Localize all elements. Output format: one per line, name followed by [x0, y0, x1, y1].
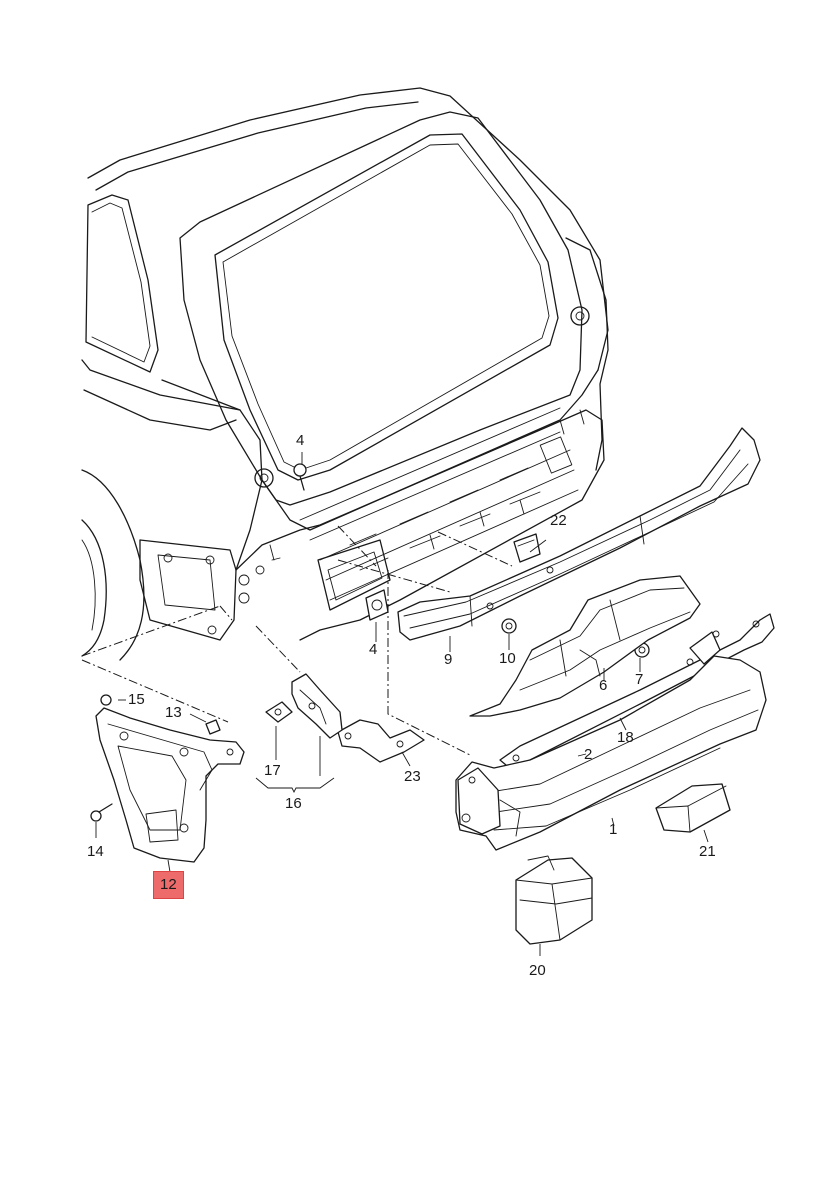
part-23-bracket [337, 719, 425, 763]
callout-20[interactable]: 20 [529, 962, 546, 979]
callout-3[interactable]: 4 [296, 432, 305, 449]
part-21-block [655, 783, 731, 833]
callout-10[interactable]: 10 [499, 650, 516, 667]
part-13-screw [205, 719, 221, 735]
callout-21[interactable]: 21 [699, 843, 716, 860]
callout-9[interactable]: 9 [444, 651, 453, 668]
callout-12-highlighted[interactable]: 12 [153, 871, 184, 899]
part-12-bracket [95, 707, 245, 863]
callout-13[interactable]: 13 [165, 704, 182, 721]
leader-lines [95, 452, 709, 956]
part-22-clip [513, 533, 541, 563]
vehicle-body [81, 87, 609, 661]
part-16-holder [291, 673, 343, 739]
assembly-lines [81, 525, 513, 757]
part-15-clip [100, 694, 112, 706]
part-1-carrier [455, 630, 767, 851]
callout-17[interactable]: 17 [264, 762, 281, 779]
callout-16[interactable]: 16 [285, 795, 302, 812]
part-14-screw [90, 803, 113, 822]
part-3-bolt [293, 463, 307, 491]
callout-15[interactable]: 15 [128, 691, 145, 708]
callout-4[interactable]: 4 [369, 641, 378, 658]
callout-18[interactable]: 18 [617, 729, 634, 746]
callout-1[interactable]: 1 [609, 821, 618, 838]
callout-22[interactable]: 22 [550, 512, 567, 529]
part-17-sensor [265, 701, 293, 723]
callout-14[interactable]: 14 [87, 843, 104, 860]
part-6-guide [469, 575, 701, 717]
part-10-nut [501, 618, 517, 634]
part-4-grommet [365, 589, 389, 621]
callout-23[interactable]: 23 [404, 768, 421, 785]
callout-6[interactable]: 6 [599, 677, 608, 694]
part-9-absorber [397, 427, 761, 641]
callout-7[interactable]: 7 [635, 671, 644, 688]
part-20-block [515, 855, 593, 945]
callout-2[interactable]: 2 [584, 746, 593, 763]
